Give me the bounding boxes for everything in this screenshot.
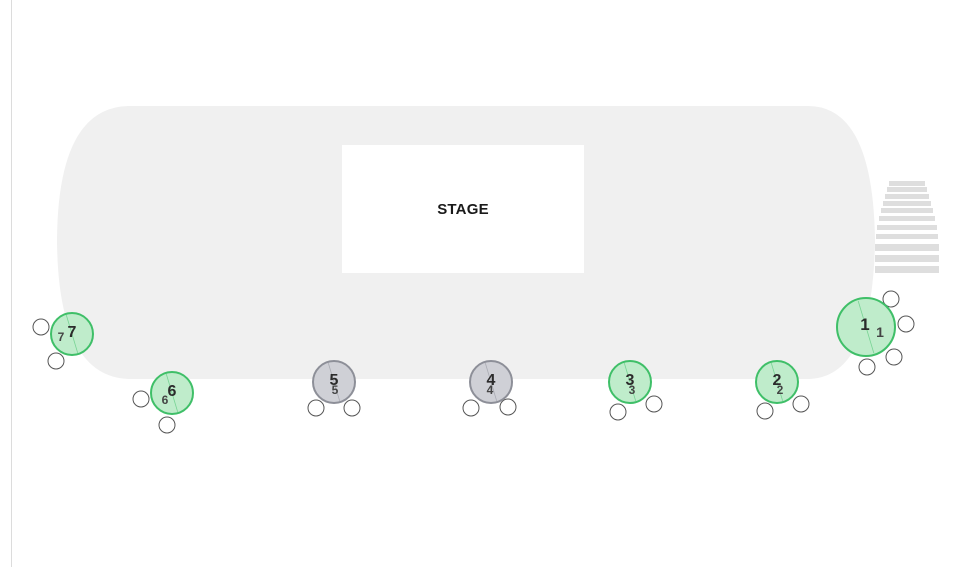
- seat[interactable]: [47, 352, 65, 370]
- seat[interactable]: [307, 399, 325, 417]
- seat[interactable]: [158, 416, 176, 434]
- seat[interactable]: [858, 358, 876, 376]
- stair-step: [883, 201, 931, 206]
- table-2[interactable]: 22: [755, 360, 810, 420]
- stage-label: STAGE: [437, 201, 489, 218]
- table-number: 6: [168, 383, 177, 400]
- table-number: 1: [860, 315, 869, 334]
- seat[interactable]: [462, 399, 480, 417]
- table-divider-line: [857, 300, 875, 354]
- seat[interactable]: [645, 395, 663, 413]
- table-divider-line: [770, 362, 784, 402]
- stair-step: [875, 255, 939, 262]
- table-number: 7: [68, 324, 77, 341]
- table-number-secondary: 1: [876, 324, 884, 340]
- stair-step: [889, 181, 925, 186]
- table-divider-line: [484, 362, 498, 402]
- table-divider-line: [65, 314, 79, 354]
- seat[interactable]: [343, 399, 361, 417]
- table-number-secondary: 3: [629, 383, 636, 397]
- seat[interactable]: [756, 402, 774, 420]
- table-number: 2: [773, 372, 782, 389]
- table-number-secondary: 4: [487, 383, 494, 397]
- stair-step: [875, 266, 939, 273]
- table-3[interactable]: 33: [608, 360, 663, 421]
- table-number-secondary: 6: [162, 393, 169, 407]
- stair-step: [875, 244, 939, 251]
- seat[interactable]: [882, 290, 900, 308]
- table-6[interactable]: 66: [132, 371, 194, 434]
- table-7[interactable]: 77: [32, 312, 94, 370]
- seat[interactable]: [132, 390, 150, 408]
- stage: [342, 145, 584, 273]
- seat[interactable]: [897, 315, 915, 333]
- stair-step: [879, 216, 935, 221]
- table-5[interactable]: 55: [307, 360, 361, 417]
- stairs: [875, 181, 939, 273]
- stair-step: [887, 187, 927, 192]
- table-number-secondary: 2: [777, 383, 784, 397]
- table-divider-line: [623, 362, 637, 402]
- stair-step: [877, 225, 937, 230]
- stair-step: [881, 208, 933, 213]
- table-divider-line: [327, 362, 341, 402]
- table-4[interactable]: 44: [462, 360, 517, 417]
- seat[interactable]: [609, 403, 627, 421]
- seat[interactable]: [32, 318, 50, 336]
- table-divider-line: [165, 373, 179, 413]
- left-divider: [11, 0, 12, 567]
- table-number: 5: [330, 372, 339, 389]
- table-number-secondary: 7: [58, 330, 65, 344]
- table-number: 4: [487, 372, 496, 389]
- table-number-secondary: 5: [332, 383, 339, 397]
- table-number: 3: [626, 372, 635, 389]
- seat[interactable]: [792, 395, 810, 413]
- seat[interactable]: [499, 398, 517, 416]
- seat[interactable]: [885, 348, 903, 366]
- stair-step: [876, 234, 938, 239]
- stair-step: [885, 194, 929, 199]
